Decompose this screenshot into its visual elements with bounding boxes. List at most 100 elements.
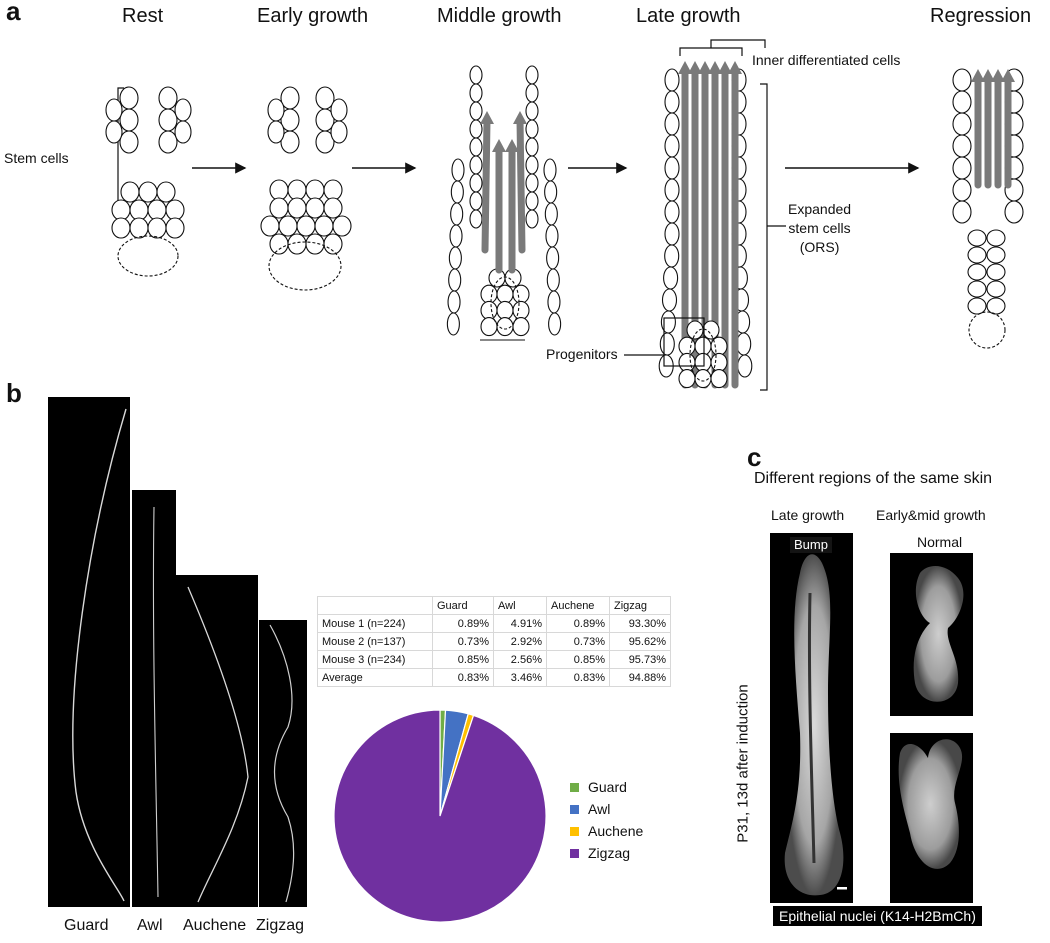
table-cell: 3.46% [493, 668, 547, 687]
cell [967, 297, 987, 315]
cell [174, 120, 192, 144]
cell [525, 65, 539, 85]
table-cell: 93.30% [609, 614, 671, 633]
legend-label: Auchene [588, 823, 644, 839]
cell [165, 199, 185, 221]
inner-cells-bracket [679, 39, 766, 56]
cell [296, 215, 316, 237]
cell [469, 209, 483, 229]
growth-arrowhead [971, 69, 985, 82]
table-cell: 0.89% [546, 614, 610, 633]
panel-c-title: Different regions of the same skin [754, 470, 993, 487]
growth-arrowhead [708, 61, 722, 74]
microscopy-images: Bump [770, 533, 973, 903]
growth-arrow [481, 116, 491, 254]
cell [315, 130, 335, 154]
cell [545, 224, 559, 248]
legend-item-zigzag: Zigzag [570, 842, 643, 864]
cell [664, 68, 680, 92]
stage-regression-label: Regression [930, 5, 1032, 27]
follicle-regression [952, 68, 1024, 349]
table-cell: 95.62% [609, 632, 671, 651]
cell [664, 244, 680, 268]
cell [469, 155, 483, 175]
growth-arrow [516, 116, 526, 254]
cell [469, 65, 483, 85]
table-row: Mouse 2 (n=137) 0.73% 2.92% 0.73% 95.62% [317, 632, 671, 651]
cell [111, 199, 131, 221]
guard-hair-image [48, 397, 130, 907]
table-cell: Average [317, 668, 433, 687]
cell [119, 130, 139, 154]
cell [659, 332, 675, 356]
cell [663, 266, 679, 290]
cell [449, 224, 463, 248]
cell [305, 197, 325, 219]
legend-label: Awl [588, 801, 611, 817]
cell [138, 181, 158, 203]
cell [269, 197, 289, 219]
cell [269, 233, 289, 255]
legend-label: Guard [588, 779, 627, 795]
cell [525, 83, 539, 103]
cell [105, 98, 123, 122]
cell [546, 246, 560, 270]
growth-arrowhead [480, 111, 494, 124]
cell [278, 215, 298, 237]
scale-bar [837, 887, 847, 890]
growth-arrowhead [981, 69, 995, 82]
table-cell: 0.85% [546, 650, 610, 669]
table-cell: 0.73% [546, 632, 610, 651]
cell [544, 202, 558, 226]
table-cell: 0.83% [432, 668, 494, 687]
cell [525, 173, 539, 193]
cell [548, 312, 562, 336]
cell [448, 246, 462, 270]
growth-arrowhead [728, 61, 742, 74]
cell [469, 101, 483, 121]
auchene-hair-image [176, 575, 258, 907]
cell [287, 179, 307, 201]
table-cell: 94.88% [609, 668, 671, 687]
cell [158, 108, 178, 132]
cell [525, 137, 539, 157]
cell [678, 352, 696, 372]
side-label: P31, 13d after induction [734, 684, 752, 843]
cell [323, 233, 343, 255]
cell [330, 98, 348, 122]
cell [469, 83, 483, 103]
cell [158, 130, 178, 154]
table-cell: 0.89% [432, 614, 494, 633]
zigzag-hair-image [259, 620, 307, 907]
dermal-papilla [268, 241, 342, 291]
cell [952, 178, 972, 202]
stage-middle-label: Middle growth [437, 5, 562, 27]
cell [129, 199, 149, 221]
table-row: Mouse 3 (n=234) 0.85% 2.56% 0.85% 95.73% [317, 650, 671, 669]
cell [664, 156, 680, 180]
follicle-rest [105, 86, 192, 277]
cell [952, 90, 972, 114]
table-cell: Mouse 2 (n=137) [317, 632, 433, 651]
hair-label-zigzag: Zigzag [256, 917, 305, 934]
cell [287, 197, 307, 219]
cell [512, 300, 530, 320]
tag-normal-label: Normal [917, 534, 963, 550]
cell [952, 112, 972, 136]
growth-arrowhead [678, 61, 692, 74]
table-cell: 0.83% [546, 668, 610, 687]
table-header: Auchene [546, 596, 610, 615]
cell [694, 352, 712, 372]
cell [952, 134, 972, 158]
dermal-papilla [490, 276, 520, 330]
cell [450, 180, 464, 204]
cell [986, 246, 1006, 264]
cell [986, 263, 1006, 281]
col-early-label: Early&mid growth [876, 507, 986, 523]
table-cell: Mouse 3 (n=234) [317, 650, 433, 669]
cell [737, 354, 753, 378]
cell [512, 317, 530, 337]
inner-differentiated-label: Inner differentiated cells [752, 52, 901, 68]
growth-arrowhead [991, 69, 1005, 82]
